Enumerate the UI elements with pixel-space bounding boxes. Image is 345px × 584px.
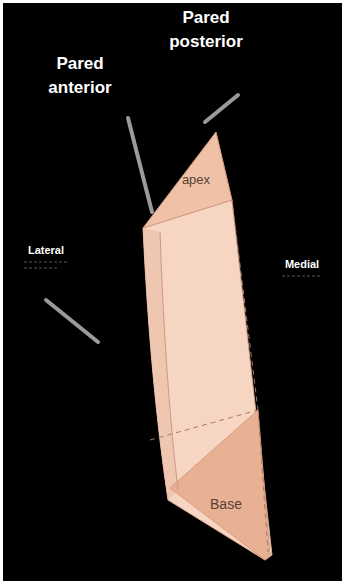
- side-label: Lateral: [16, 243, 76, 257]
- side-label: Medial: [272, 257, 332, 271]
- wall-label: Pared anterior: [30, 52, 130, 100]
- wall-label: Pared posterior: [156, 6, 256, 54]
- base-label: Base: [201, 495, 251, 513]
- apex-label: apex: [176, 172, 216, 188]
- black-panel: Pared posteriorPared anterior apexLateral…: [3, 3, 342, 581]
